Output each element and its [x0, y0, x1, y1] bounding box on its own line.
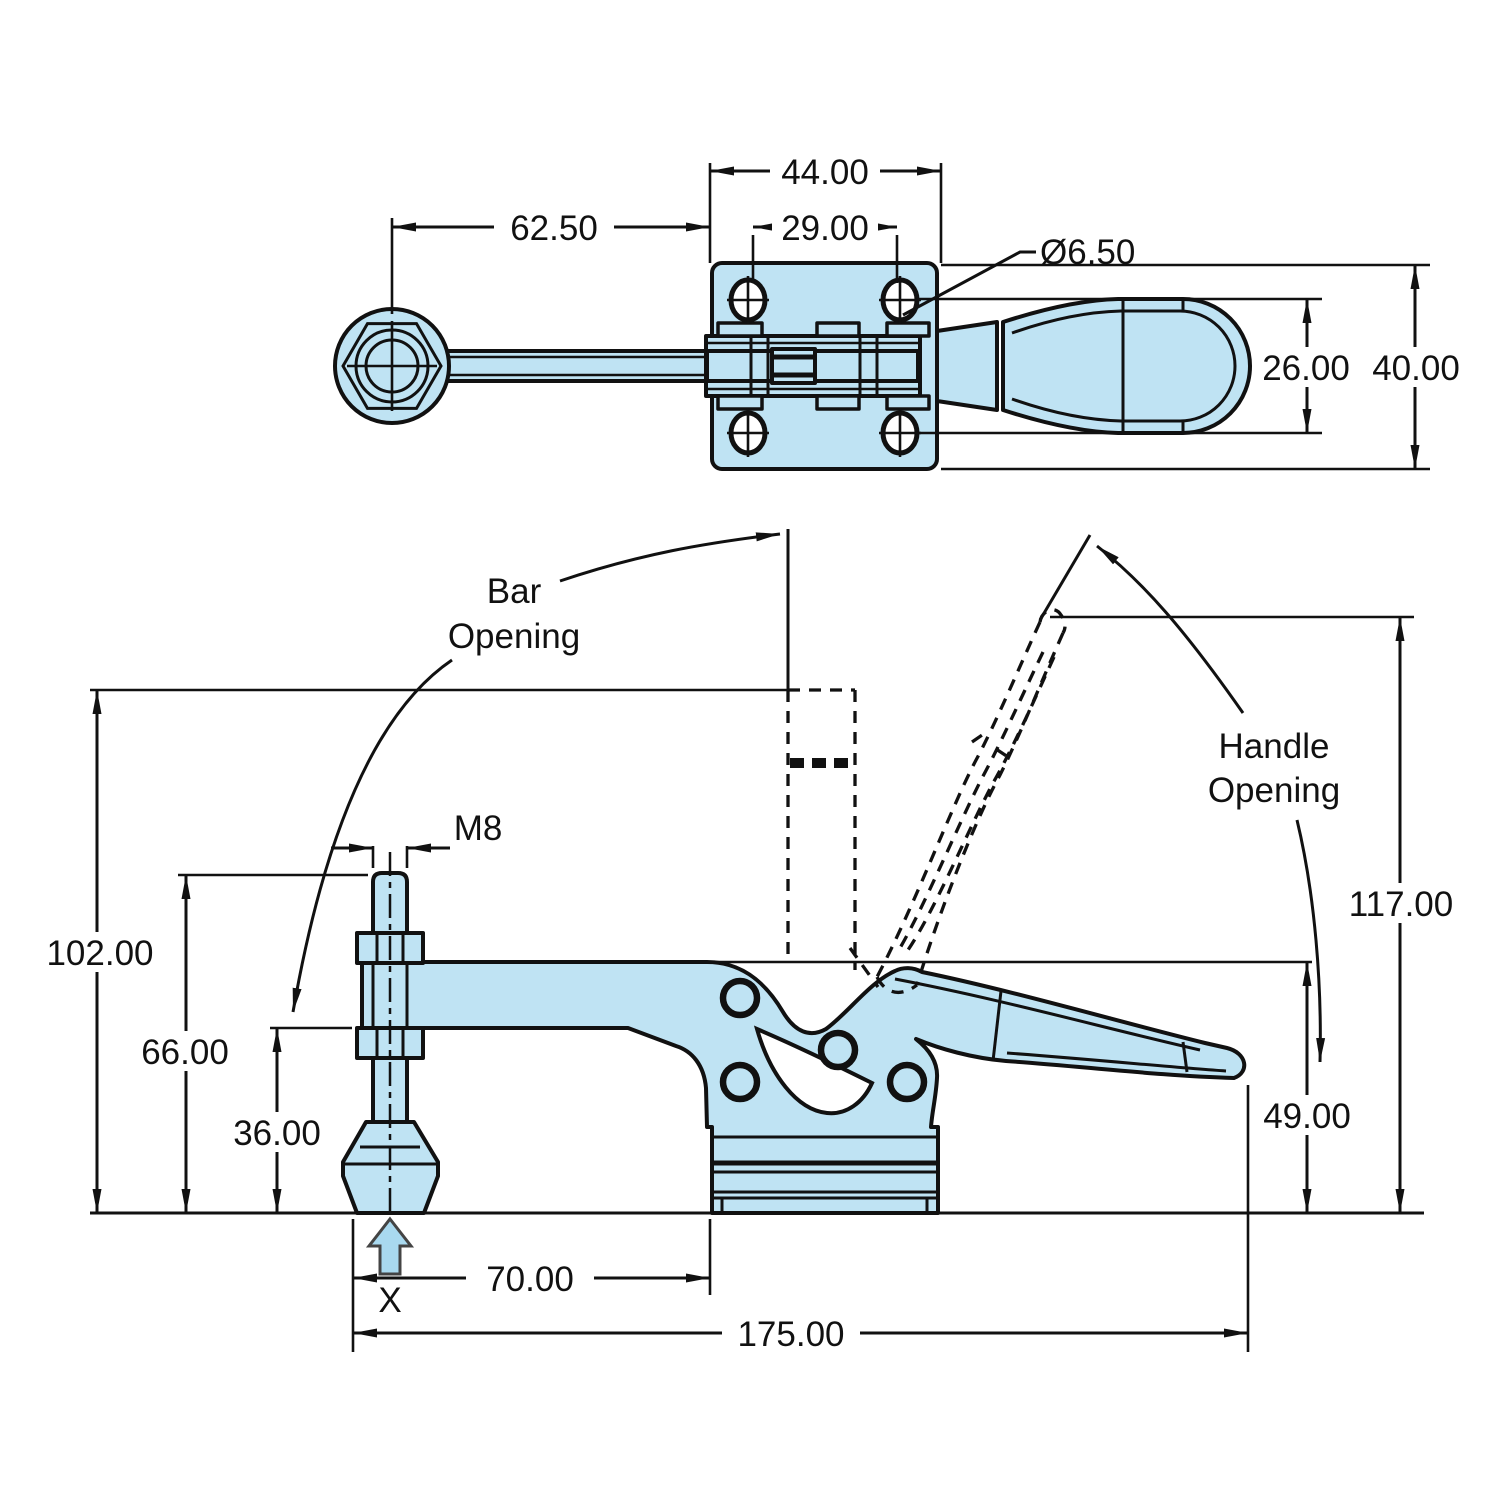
dim-62-label: 62.50	[510, 209, 598, 248]
dim-handle-closed-height: 49.00	[1251, 962, 1363, 1213]
dim-handle-open-height: 117.00	[1331, 617, 1471, 1213]
dim-175-label: 175.00	[737, 1315, 844, 1354]
bar-opening-label-2: Opening	[448, 617, 580, 656]
dim-overall-length: 175.00	[353, 1313, 1248, 1354]
hinge-channel	[704, 321, 931, 411]
side-view: Bar Opening Handle Opening M8 102.00	[38, 529, 1471, 1354]
pivot-pin	[719, 977, 761, 1019]
handle-opening-label-1: Handle	[1219, 727, 1330, 766]
dim-spindle-offset: 62.50	[390, 207, 710, 314]
mounting-hole	[727, 409, 769, 457]
dim-m8-label: M8	[454, 809, 503, 848]
dim-handle-width: 26.00	[1252, 299, 1360, 433]
datum-x-label: X	[378, 1281, 401, 1320]
dim-36-label: 36.00	[233, 1114, 321, 1153]
handle-opening-label-2: Opening	[1208, 771, 1340, 810]
pivot-pin	[719, 1061, 761, 1103]
dim-44-label: 44.00	[781, 153, 869, 192]
dim-26-label: 26.00	[1262, 349, 1350, 388]
dim-thread: M8	[331, 809, 502, 868]
dim-overall-width: 40.00	[1361, 265, 1471, 469]
dim-117-label: 117.00	[1349, 885, 1453, 924]
dim-hole-dia-label: Ø6.50	[1040, 233, 1135, 272]
mounting-hole	[727, 276, 769, 324]
datum-arrow-icon	[365, 1216, 415, 1276]
callout-hole-diameter: Ø6.50	[902, 233, 1135, 317]
handle-closed-details	[894, 977, 1227, 1073]
dim-40-label: 40.00	[1372, 349, 1460, 388]
dim-spindle-to-base: 70.00	[353, 1258, 710, 1299]
dim-spindle-top-height: 66.00	[130, 875, 242, 1213]
dim-spindle-lower-height: 36.00	[222, 1028, 334, 1213]
body-cutout	[753, 1025, 875, 1116]
dim-66-label: 66.00	[141, 1033, 229, 1072]
spindle-assembly	[341, 852, 440, 1215]
dim-102-label: 102.00	[46, 934, 153, 973]
dim-hole-spacing: 29.00	[751, 208, 899, 283]
bar-opening-label-1: Bar	[487, 572, 542, 611]
dim-bar-open-height: 102.00	[38, 690, 162, 1213]
pivot-pin	[817, 1029, 859, 1071]
bar-opening-annotation: Bar Opening	[291, 532, 781, 1013]
dim-29-label: 29.00	[781, 209, 869, 248]
spindle-end-top-view	[333, 307, 451, 425]
datum-x: X	[365, 1216, 415, 1320]
handle-open-dashed	[875, 608, 1067, 995]
mounting-holes	[727, 276, 921, 457]
base-details	[712, 1135, 938, 1213]
dim-70-label: 70.00	[486, 1260, 574, 1299]
dim-49-label: 49.00	[1263, 1097, 1351, 1136]
handle-opening-annotation: Handle Opening	[1096, 544, 1340, 1063]
bar-open-dashed	[786, 688, 880, 988]
handle-top-view	[935, 297, 1252, 435]
dim-plate-width: 44.00	[708, 151, 943, 263]
pivot-pin	[886, 1061, 928, 1103]
top-view: 44.00 62.50 29.00 Ø6.50 26.00	[333, 151, 1471, 471]
bar-slot	[770, 347, 817, 385]
